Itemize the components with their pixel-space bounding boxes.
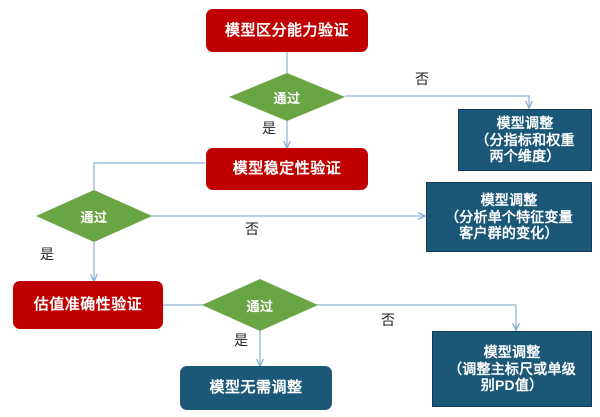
node-label: 模型区分能力验证 bbox=[224, 21, 349, 39]
node-label: 模型稳定性验证 bbox=[232, 160, 342, 178]
process-node-model-stability[interactable]: 模型稳定性验证 bbox=[206, 148, 368, 190]
node-label: 估值准确性验证 bbox=[33, 296, 143, 314]
decision-node-pass-1[interactable]: 通过 bbox=[229, 73, 345, 121]
outcome-node-analyze-feature-variable[interactable]: 模型调整 （分析单个特征变量 客户群的变化） bbox=[426, 182, 592, 252]
outcome-node-no-adjustment-needed[interactable]: 模型无需调整 bbox=[180, 366, 332, 410]
edge-label-yes-2: 是 bbox=[40, 246, 54, 262]
edge-label-yes-3: 是 bbox=[234, 332, 248, 348]
outcome-node-adjust-masterscale-pd[interactable]: 模型调整 （调整主标尺或单级 别PD值） bbox=[432, 331, 592, 407]
diamond-shape-icon bbox=[36, 190, 152, 242]
node-label: 模型调整 （调整主标尺或单级 别PD值） bbox=[448, 344, 576, 394]
decision-node-pass-3[interactable]: 通过 bbox=[202, 279, 318, 331]
process-node-model-discrimination[interactable]: 模型区分能力验证 bbox=[206, 9, 368, 52]
node-label: 模型无需调整 bbox=[209, 379, 303, 397]
outcome-node-adjust-indicators-weights[interactable]: 模型调整 （分指标和权重 两个维度） bbox=[458, 109, 592, 171]
edge-label-no-1: 否 bbox=[415, 71, 429, 87]
edge-label-no-3: 否 bbox=[381, 312, 395, 328]
edge-label-no-2: 否 bbox=[245, 221, 259, 237]
edge-label-yes-1: 是 bbox=[262, 120, 276, 136]
process-node-valuation-accuracy[interactable]: 估值准确性验证 bbox=[13, 281, 163, 329]
decision-node-pass-2[interactable]: 通过 bbox=[36, 190, 152, 242]
node-label: 模型调整 （分指标和权重 两个维度） bbox=[475, 115, 575, 165]
edge-d1-o1 bbox=[345, 95, 529, 108]
edge-p2-d2 bbox=[93, 162, 205, 190]
node-label: 模型调整 （分析单个特征变量 客户群的变化） bbox=[445, 192, 573, 242]
diamond-shape-icon bbox=[202, 279, 318, 331]
edge-d3-o3 bbox=[312, 304, 516, 330]
diamond-shape-icon bbox=[229, 73, 345, 121]
